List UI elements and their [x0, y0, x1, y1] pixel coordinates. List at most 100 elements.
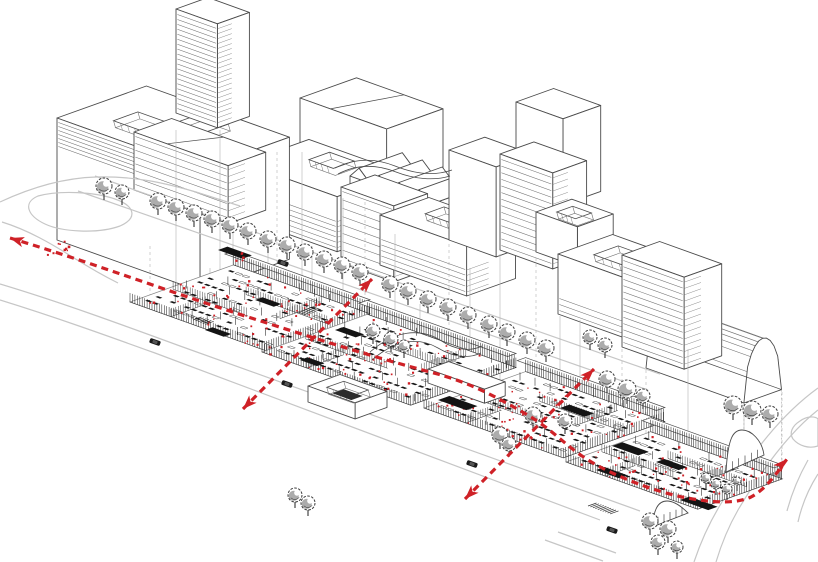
tree-icon — [597, 337, 613, 358]
tree-icon — [439, 298, 457, 321]
tree-icon — [480, 315, 498, 338]
tree-icon — [397, 339, 411, 358]
arrowhead-icon — [358, 279, 372, 293]
background-buildings-layer — [56, 0, 782, 462]
person-dot — [235, 259, 238, 262]
tree-icon — [300, 495, 316, 516]
tree-icon — [333, 256, 351, 279]
arrowhead-icon — [580, 369, 594, 383]
tree-icon — [114, 184, 130, 205]
road-line — [790, 416, 818, 448]
tree-icon — [365, 323, 381, 344]
tree-icon — [518, 331, 536, 354]
person-dot — [65, 247, 68, 250]
tree-icon — [498, 323, 516, 346]
person-dot — [63, 248, 66, 252]
car-icon — [149, 338, 161, 346]
stair-strip — [297, 306, 322, 316]
tree-icon — [721, 483, 733, 500]
stair-strip — [587, 502, 619, 515]
person-dot — [57, 242, 60, 245]
road-line — [0, 283, 641, 512]
cross-route-east — [463, 367, 596, 501]
tree-icon — [582, 329, 598, 350]
building-midrise-east — [621, 241, 723, 370]
car-icon — [281, 380, 293, 388]
tree-icon — [501, 436, 517, 457]
cars-layer — [149, 259, 618, 534]
tree-icon — [399, 282, 417, 305]
arrowhead-icon — [243, 395, 257, 409]
dark-stall-cluster — [612, 442, 649, 456]
tree-icon — [95, 177, 113, 200]
cross-route-west — [241, 277, 374, 411]
tree-icon — [761, 405, 779, 428]
tree-icon — [278, 236, 296, 259]
road-line — [557, 531, 617, 554]
tree-icon — [617, 379, 637, 404]
courtyard-pavilion — [307, 374, 388, 420]
tree-icon — [459, 306, 477, 329]
person-dot — [241, 252, 244, 255]
tree-icon — [491, 426, 509, 449]
tree-icon — [670, 540, 684, 559]
arched-gable — [651, 500, 689, 528]
market-block-1 — [128, 250, 372, 352]
curved-roof-link — [337, 165, 451, 180]
road-line — [28, 191, 133, 232]
person-dot — [63, 240, 66, 243]
person-dot — [52, 252, 55, 255]
dark-stall-cluster — [335, 327, 365, 338]
person-dot — [59, 243, 61, 245]
tree-icon — [167, 198, 185, 221]
person-dot — [46, 253, 49, 256]
tree-icon — [557, 413, 573, 434]
tree-icon — [419, 290, 437, 313]
tree-icon — [659, 520, 677, 543]
stair-strip — [192, 316, 214, 325]
person-dot — [241, 259, 244, 262]
tree-icon — [524, 406, 542, 429]
tree-icon — [641, 512, 659, 535]
dark-stall-cluster — [560, 404, 594, 417]
curved-roof-link — [334, 159, 453, 174]
dark-stall-cluster — [656, 459, 688, 471]
building-tower — [175, 0, 250, 129]
tree-icon — [723, 395, 743, 420]
car-icon — [466, 460, 478, 468]
car-icon — [277, 259, 289, 267]
road-line — [0, 299, 601, 521]
dark-stall-cluster — [300, 357, 325, 367]
tree-icon — [537, 339, 555, 362]
tree-icon — [149, 192, 167, 215]
arched-gable — [725, 429, 765, 473]
tree-icon — [185, 204, 203, 227]
tree-icon — [383, 331, 399, 352]
arrowhead-icon — [465, 485, 479, 499]
road-line — [715, 409, 818, 562]
road-line — [77, 190, 649, 391]
road-line — [797, 473, 818, 523]
road-line — [0, 176, 241, 207]
main-route — [9, 236, 789, 504]
dark-stall-cluster — [255, 297, 282, 307]
tree-icon — [259, 230, 277, 253]
curved-lane — [371, 341, 482, 361]
arrowhead-icon — [10, 237, 25, 248]
circulation-arrows-layer — [9, 236, 789, 504]
person-dot — [67, 245, 71, 249]
road-line — [544, 539, 604, 562]
tree-icon — [381, 275, 399, 298]
tree-icon — [732, 476, 742, 491]
dark-stall-cluster — [205, 327, 232, 337]
roof-pavilion — [427, 361, 506, 404]
tree-icon — [239, 222, 257, 245]
tree-icon — [296, 243, 314, 266]
dark-stall-cluster — [218, 246, 252, 259]
person-dot — [66, 249, 68, 252]
trees-layer — [95, 177, 779, 559]
person-dot — [242, 256, 245, 259]
tree-icon — [221, 216, 239, 239]
